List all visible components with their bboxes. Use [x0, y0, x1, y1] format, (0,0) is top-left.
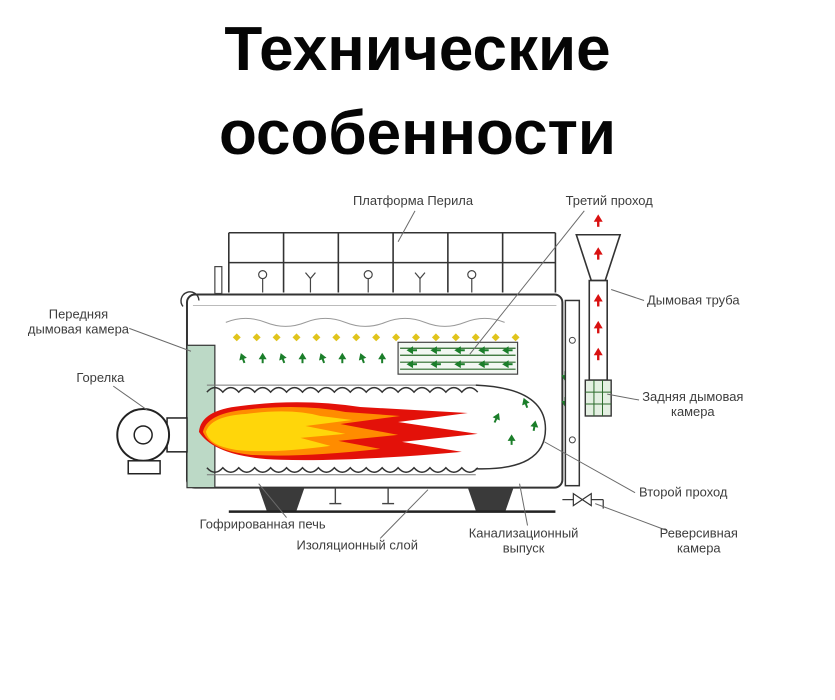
label-platform: Платформа Перила — [353, 193, 474, 208]
page-title: Технические особенности — [0, 0, 835, 177]
diagram-labels: Платформа Перила Третий проход Передняя … — [28, 193, 744, 556]
sewer-valve — [562, 492, 604, 509]
steam-diamonds-row — [232, 332, 520, 341]
flame-core — [205, 411, 353, 451]
label-second-pass: Второй проход — [639, 484, 728, 499]
leader-front-smoke-chamber — [129, 327, 192, 352]
rear-smoke-chamber-box — [584, 379, 612, 417]
reversing-chamber-wall — [475, 383, 547, 470]
leader-second-pass — [544, 441, 636, 493]
leader-chimney — [611, 288, 645, 301]
label-sewer-outlet-1: Канализационный — [469, 525, 579, 540]
leader-rear-smoke-chamber — [607, 393, 640, 401]
label-front-smoke-chamber-2: дымовая камера — [28, 321, 130, 336]
leader-burner — [113, 385, 148, 411]
page-title-line-2: особенности — [218, 99, 617, 169]
rear-smoke-chamber-door — [564, 299, 581, 487]
leader-corrugated-furnace — [258, 483, 287, 518]
base-and-supports — [228, 487, 556, 513]
water-level-line — [225, 317, 505, 327]
tube-bundle-third-pass — [397, 341, 519, 375]
label-corrugated-furnace: Гофрированная печь — [200, 516, 326, 531]
front-pipe-curl — [180, 290, 200, 307]
label-burner: Горелка — [76, 370, 125, 385]
label-chimney: Дымовая труба — [647, 292, 740, 307]
corrugated-furnace-tube — [206, 383, 547, 475]
label-rear-smoke-chamber-1: Задняя дымовая — [642, 389, 743, 404]
chimney — [575, 212, 622, 417]
label-reversing-chamber-1: Реверсивная — [660, 525, 738, 540]
leader-insulation — [379, 488, 429, 539]
page-title-line-1: Технические — [224, 15, 611, 84]
label-insulation: Изоляционный слой — [297, 537, 418, 552]
label-rear-smoke-chamber-2: камера — [671, 404, 715, 419]
label-front-smoke-chamber-1: Передняя — [49, 306, 108, 321]
platform-railing — [228, 231, 557, 293]
corrugation-top — [206, 386, 479, 393]
leader-sewer-outlet — [519, 483, 529, 526]
top-valves — [258, 269, 477, 293]
leader-reversing-chamber — [595, 502, 668, 531]
top-stack — [214, 265, 223, 294]
leader-lines — [113, 210, 668, 539]
label-third-pass: Третий проход — [566, 193, 654, 208]
leader-third-pass — [469, 210, 585, 355]
burner-flame — [198, 401, 478, 460]
burner-unit — [116, 407, 188, 475]
leader-platform — [397, 210, 416, 242]
label-sewer-outlet-2: выпуск — [503, 540, 545, 555]
label-reversing-chamber-2: камера — [677, 540, 721, 555]
corrugation-bottom — [206, 466, 479, 473]
boiler-diagram: Платформа Перила Третий проход Передняя … — [28, 193, 744, 556]
